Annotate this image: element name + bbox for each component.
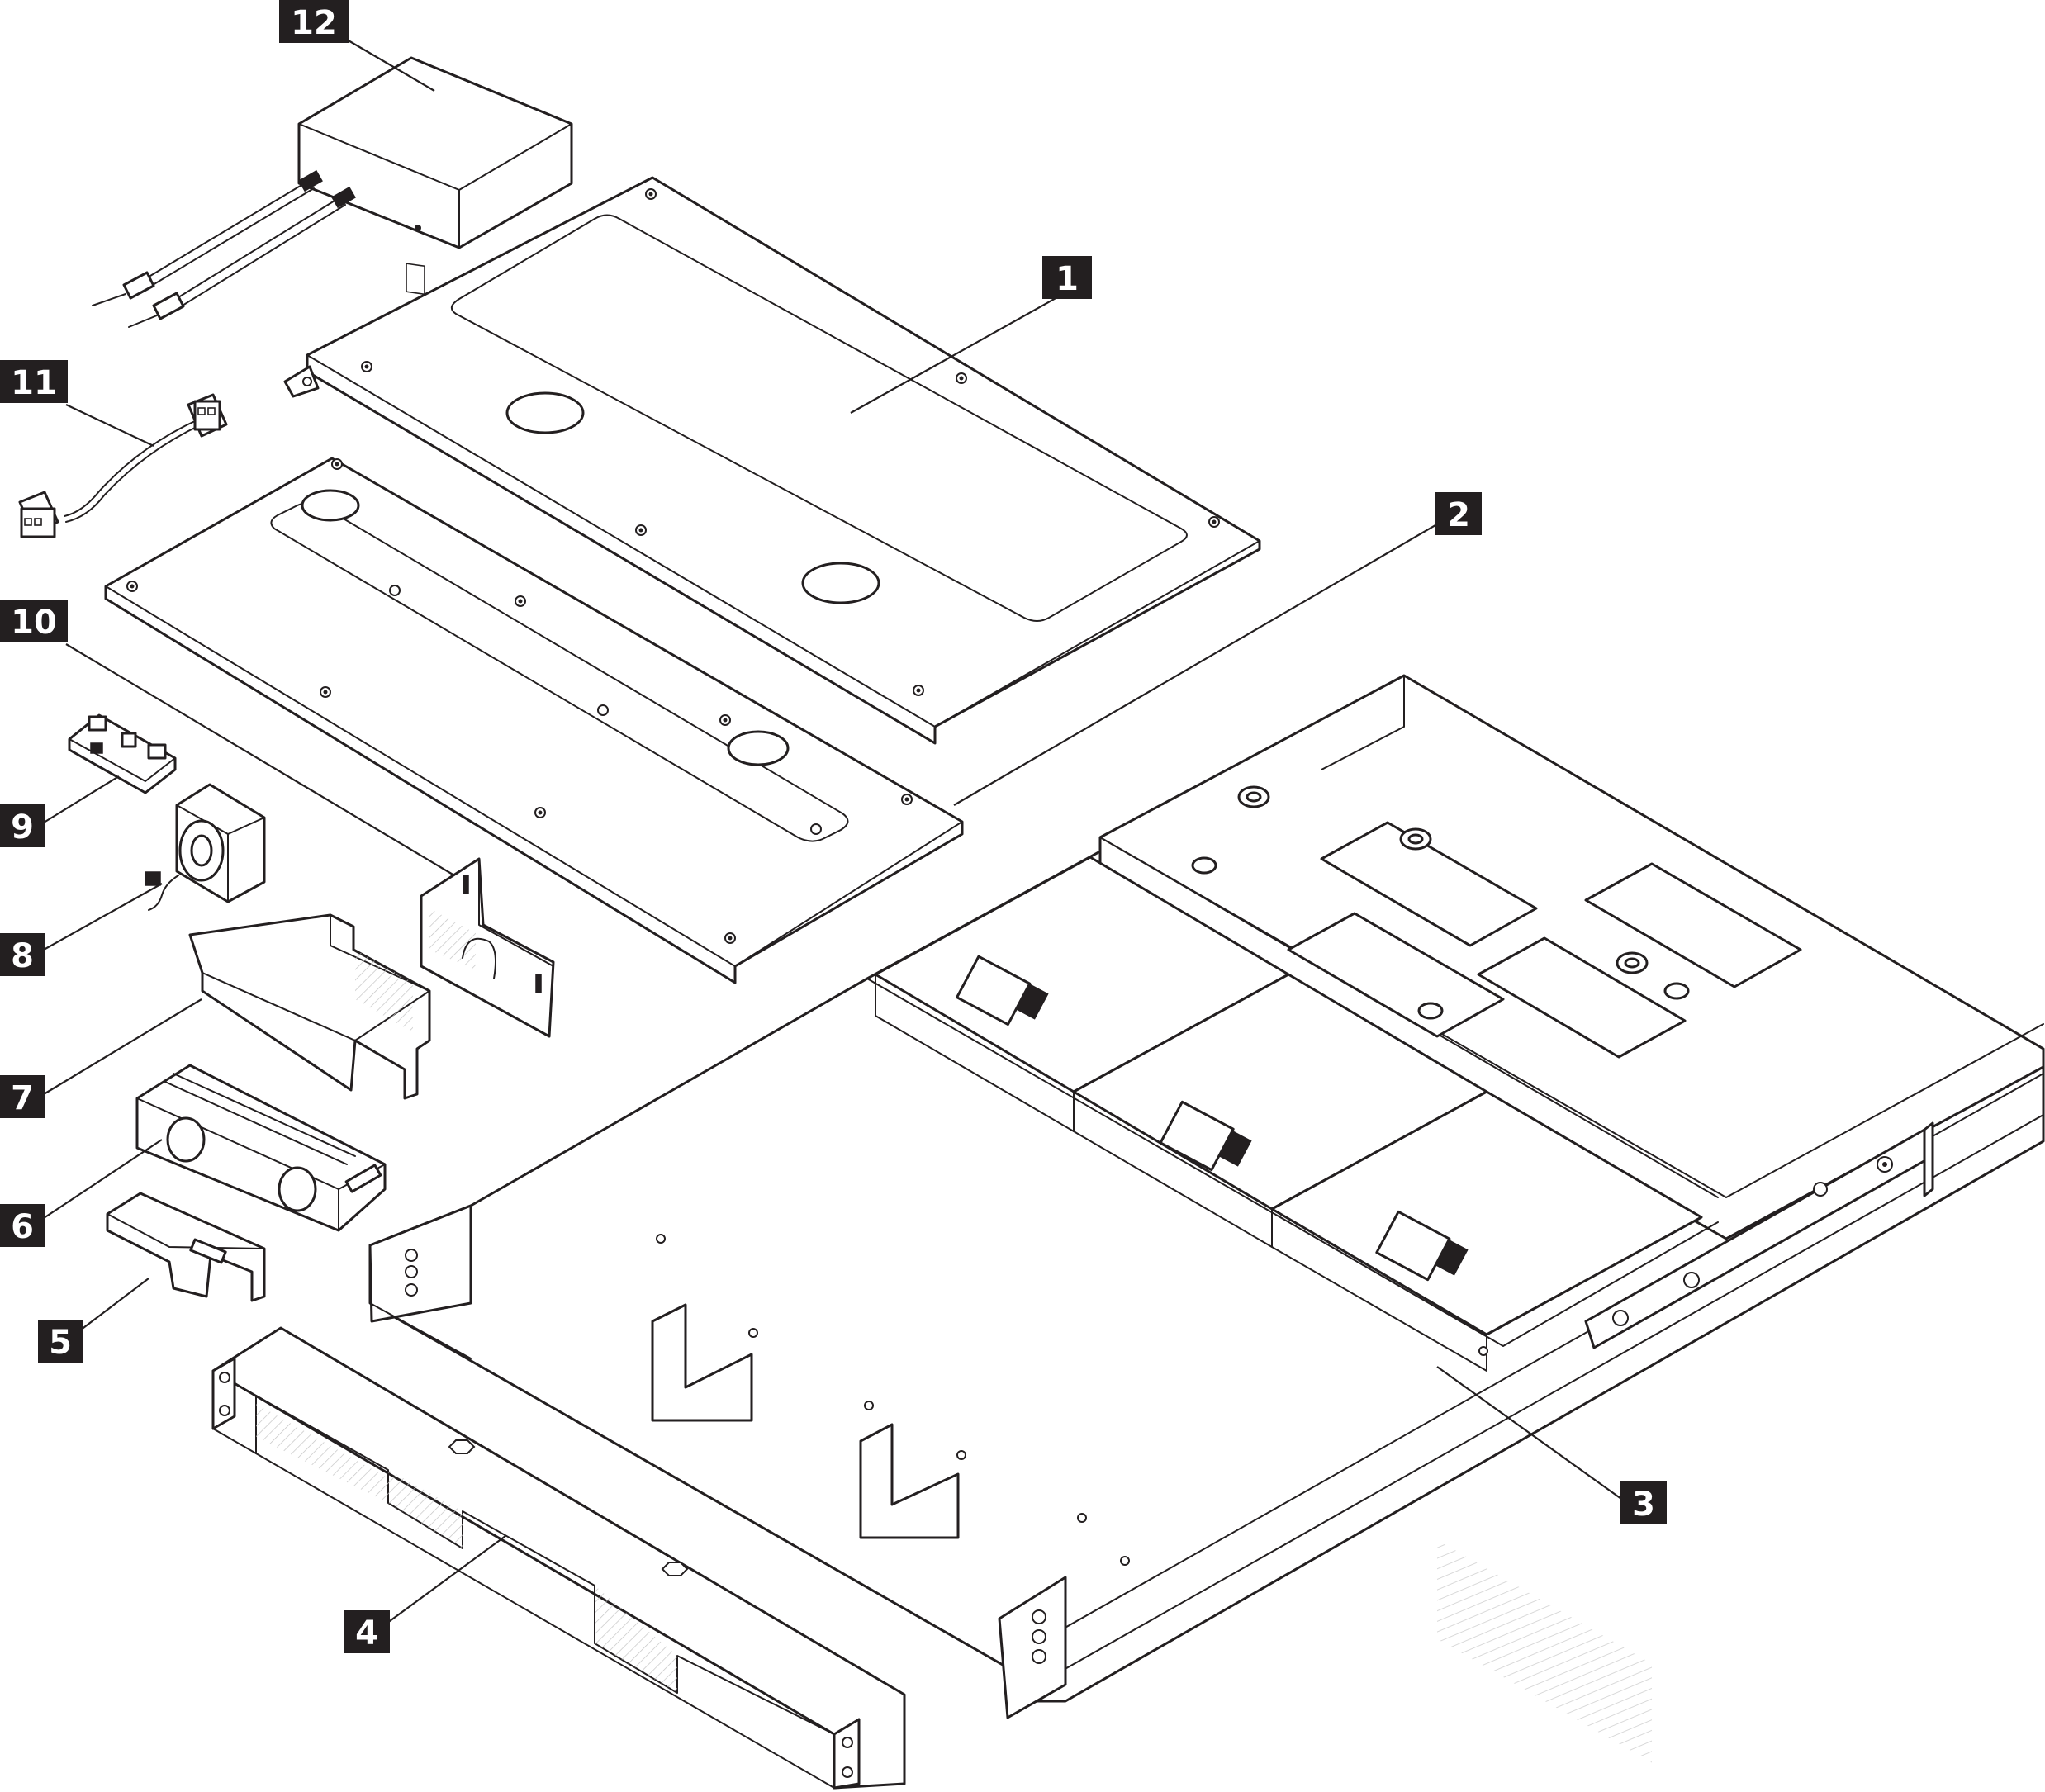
top-cover-part	[283, 176, 1261, 745]
callout-label: 11	[11, 364, 57, 402]
callout-11: 11	[0, 360, 68, 403]
callout-7: 7	[0, 1075, 45, 1118]
callout-label: 9	[11, 808, 34, 846]
bottom-cover-part	[104, 457, 964, 984]
callout-label: 1	[1056, 260, 1079, 298]
callout-label: 2	[1447, 496, 1470, 534]
callout-label: 12	[291, 4, 337, 42]
callout-label: 7	[11, 1079, 34, 1117]
power-adapter-part	[92, 56, 573, 328]
bracket-part	[420, 857, 555, 1038]
callout-9: 9	[0, 804, 45, 847]
callout-10: 10	[0, 600, 68, 642]
callout-3: 3	[1620, 1481, 1667, 1524]
callout-label: 8	[11, 937, 34, 975]
fan-part	[145, 783, 266, 911]
callout-6: 6	[0, 1204, 45, 1247]
callout-12: 12	[279, 0, 349, 43]
callout-label: 10	[11, 604, 57, 642]
board-part	[68, 713, 177, 794]
callout-label: 6	[11, 1208, 34, 1246]
callout-label: 3	[1632, 1486, 1655, 1524]
callout-2: 2	[1435, 492, 1482, 535]
cable-part	[18, 393, 228, 538]
chassis-part	[368, 674, 2045, 1763]
air-baffle-part	[188, 913, 431, 1100]
drive-cage-part	[135, 1064, 387, 1232]
front-bracket-part	[211, 1326, 906, 1790]
small-bracket-part	[106, 1192, 266, 1302]
leader-lines	[43, 39, 1622, 1640]
callout-5: 5	[38, 1320, 83, 1363]
callout-8: 8	[0, 933, 45, 976]
callout-label: 4	[355, 1614, 378, 1652]
callout-4: 4	[344, 1610, 390, 1653]
callout-1: 1	[1042, 256, 1092, 299]
callout-label: 5	[49, 1324, 72, 1362]
